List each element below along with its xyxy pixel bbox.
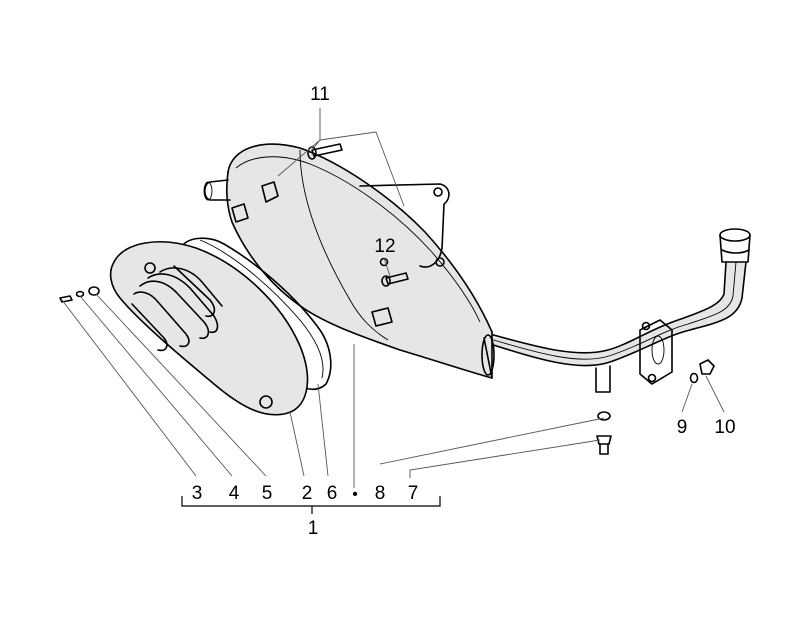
leader-lines (61, 108, 725, 488)
callout-8: 8 (375, 483, 386, 504)
callout-5: 5 (262, 483, 273, 504)
assembly-bracket (181, 496, 441, 514)
callout-11: 11 (310, 84, 330, 105)
callout-12: 12 (374, 236, 395, 257)
muffler-body (203, 143, 495, 379)
hardware-bottom (596, 411, 612, 455)
assembly-dot: • (352, 486, 358, 503)
callout-7: 7 (408, 483, 419, 504)
callout-3: 3 (192, 483, 203, 504)
callout-9: 9 (677, 417, 688, 438)
exhaust-pipe (483, 228, 751, 393)
callout-10: 10 (714, 417, 735, 438)
callout-labels: 1 2 3 4 5 6 7 8 9 10 11 12 • (192, 84, 736, 539)
screw-12 (381, 272, 409, 287)
hardware-right (689, 359, 715, 384)
callout-4: 4 (229, 483, 240, 504)
hardware-left (59, 286, 100, 303)
heat-shield-cover (109, 241, 309, 416)
callout-6: 6 (327, 483, 338, 504)
callout-1: 1 (308, 518, 319, 539)
callout-2: 2 (302, 483, 313, 504)
